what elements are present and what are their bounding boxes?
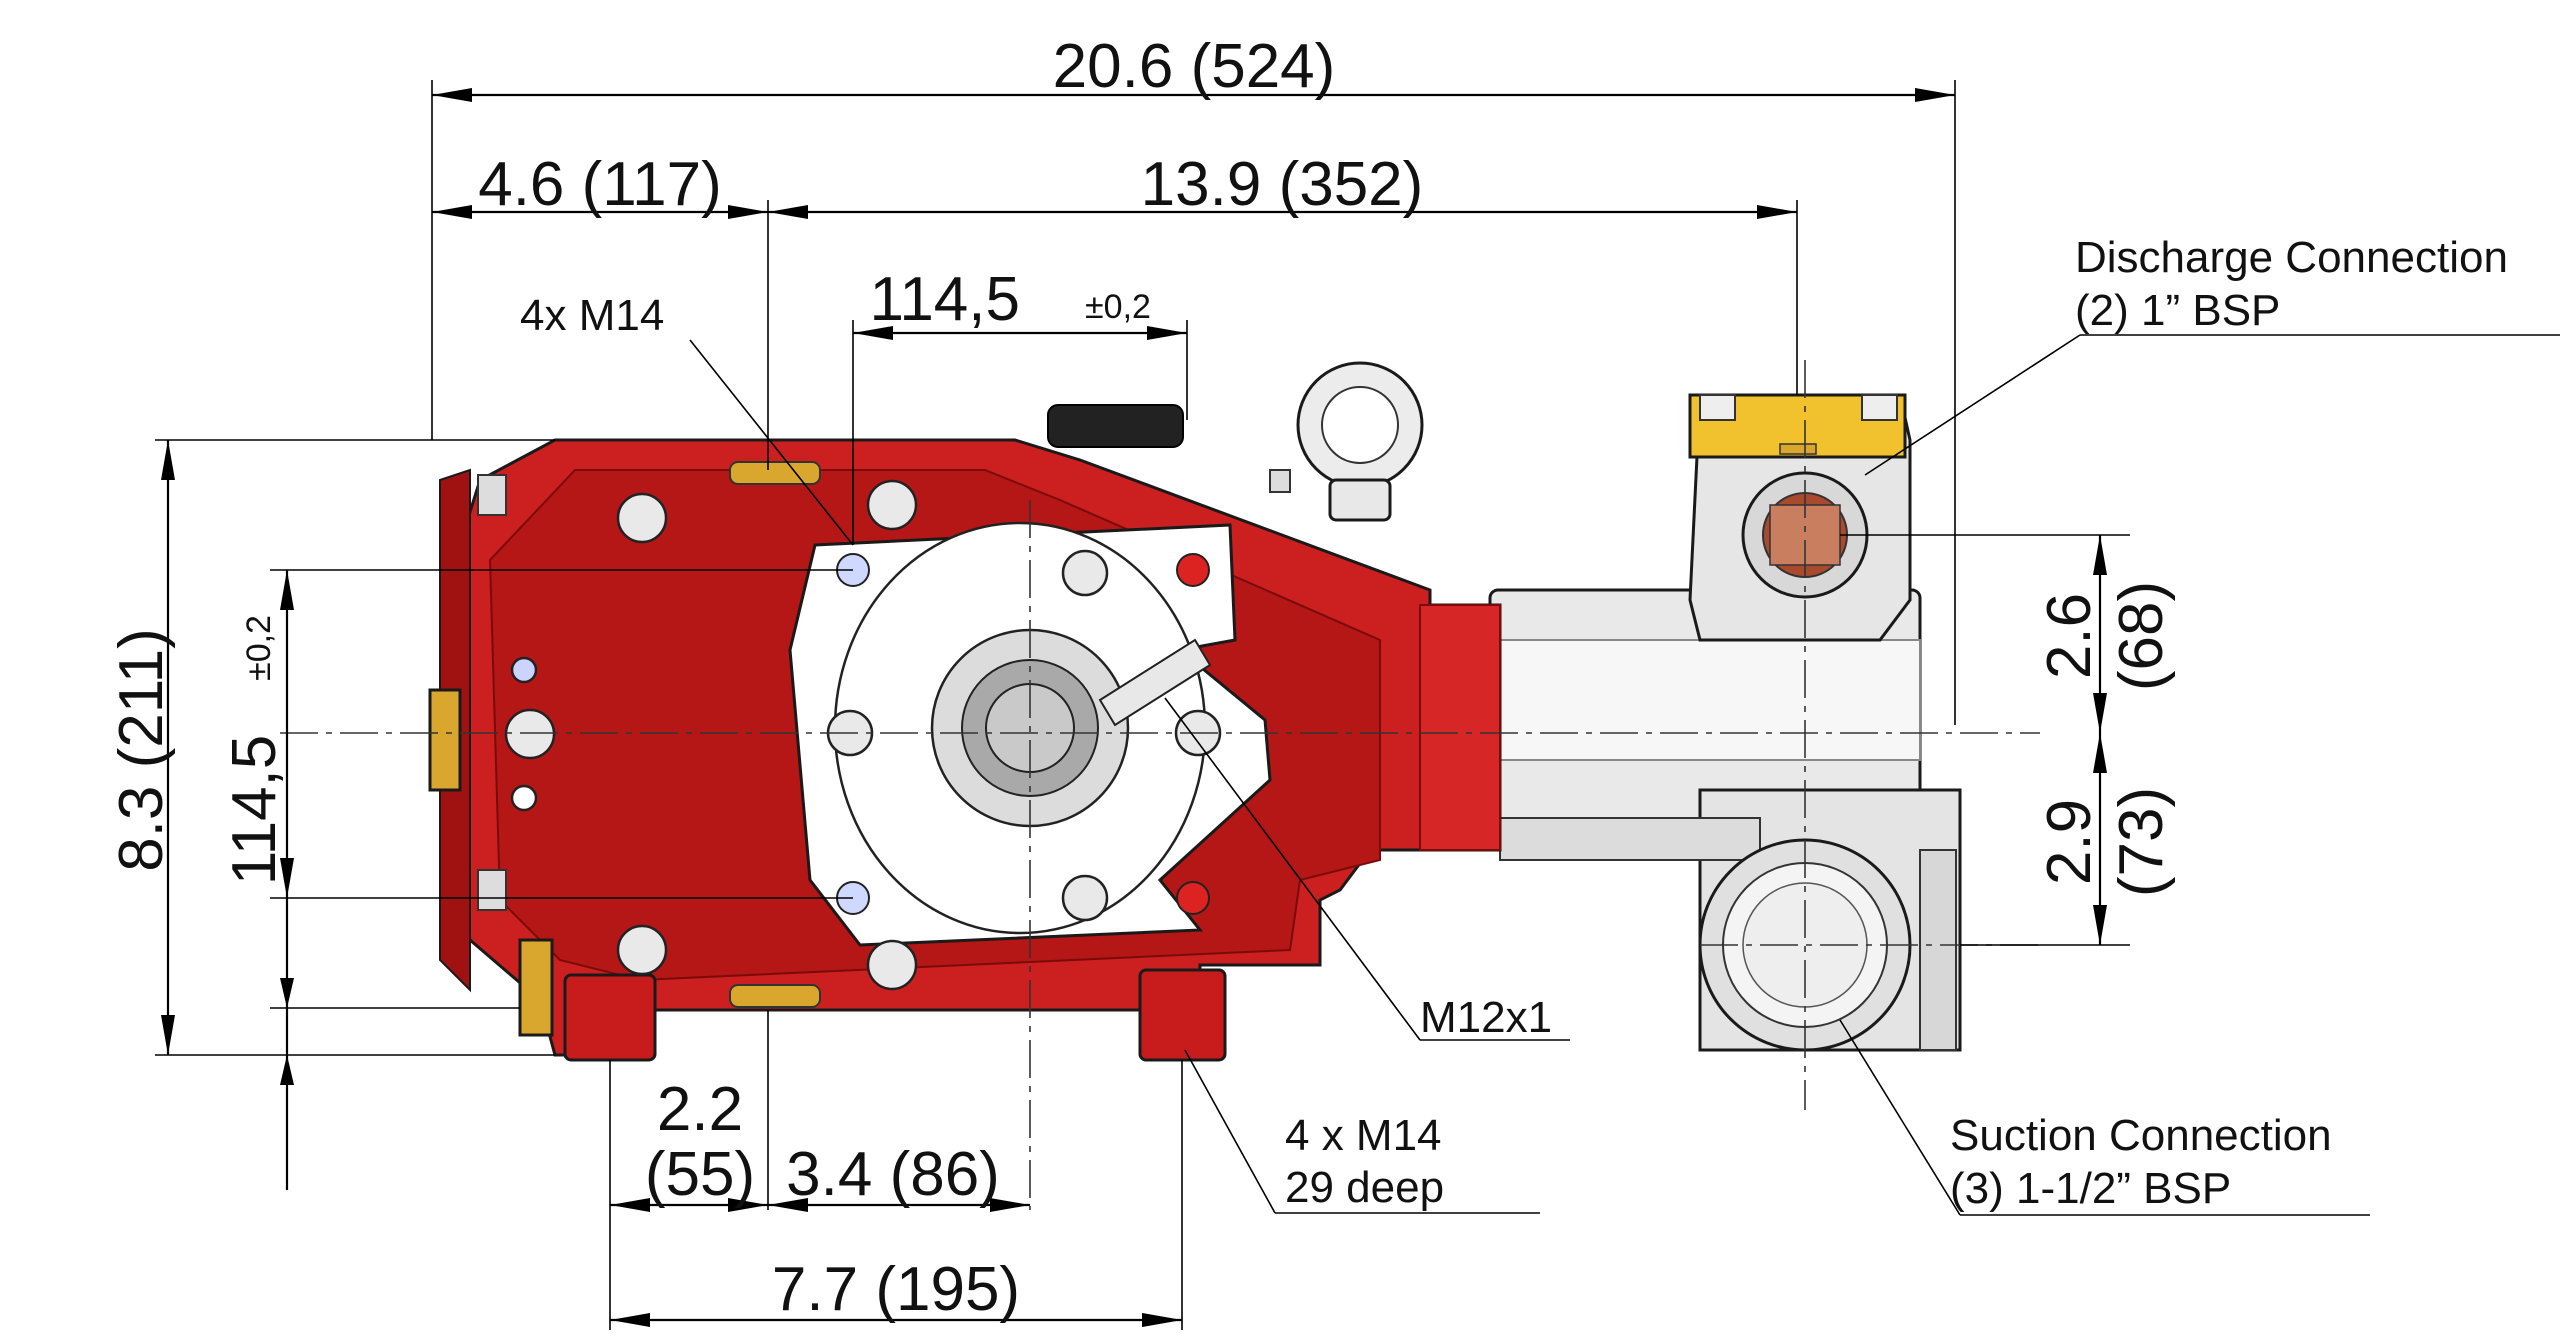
overall-length-label: 20.6 (524) (1053, 32, 1336, 101)
suction-height-inch: 2.9 (2035, 799, 2104, 885)
bolt-heads (504, 479, 1222, 991)
shaft-thread-callout: M12x1 (1420, 993, 1552, 1042)
flange-to-manifold-label: 13.9 (352) (1141, 150, 1424, 219)
suction-height-mm: (73) (2107, 787, 2176, 897)
foot-bolts-callout-line2: 29 deep (1285, 1163, 1444, 1212)
discharge-callout-line1: Discharge Connection (2075, 233, 2508, 282)
lifting-eye-bolt (1269, 361, 1424, 522)
bolt-spacing-horizontal-tolerance: ±0,2 (1085, 288, 1151, 326)
discharge-height-mm: (68) (2107, 581, 2176, 691)
leader-lines (689, 334, 2560, 1216)
discharge-height-inch: 2.6 (2035, 593, 2104, 679)
pump-assembly (428, 361, 1962, 1062)
dimension-lines (155, 80, 2130, 1330)
foot-offset-mm: (55) (645, 1140, 755, 1209)
mounting-flange (788, 521, 1272, 947)
foot-offset-inch: 2.2 (657, 1075, 743, 1144)
foot-to-shaft-label: 3.4 (86) (786, 1140, 1000, 1209)
front-to-flange-label: 4.6 (117) (478, 150, 722, 219)
bolt-spacing-vertical-tolerance: ±0,2 (240, 615, 278, 681)
callout-labels: 4x M14 M12x1 4 x M14 29 deep Discharge C… (520, 233, 2508, 1213)
threaded-holes (836, 553, 1210, 915)
suction-callout-line1: Suction Connection (1950, 1111, 2332, 1160)
dimension-labels: 20.6 (524) 4.6 (117) 13.9 (352) 114,5 ±0… (107, 32, 2176, 1324)
bolt-spacing-horizontal-value: 114,5 (869, 265, 1020, 334)
brass-plugs (428, 461, 821, 1037)
bolt-spacing-vertical-value: 114,5 (220, 735, 289, 886)
discharge-callout-line2: (2) 1” BSP (2075, 286, 2280, 335)
discharge-plug (1688, 393, 1907, 459)
foot-spacing-label: 7.7 (195) (772, 1255, 1020, 1324)
manifold (1488, 393, 1962, 1052)
flange-bolts-callout: 4x M14 (520, 291, 664, 340)
suction-callout-line2: (3) 1-1/2” BSP (1950, 1164, 2231, 1213)
overall-height-label: 8.3 (211) (107, 628, 176, 872)
foot-bolts-callout-line1: 4 x M14 (1285, 1111, 1442, 1160)
center-lines (280, 360, 2040, 1210)
